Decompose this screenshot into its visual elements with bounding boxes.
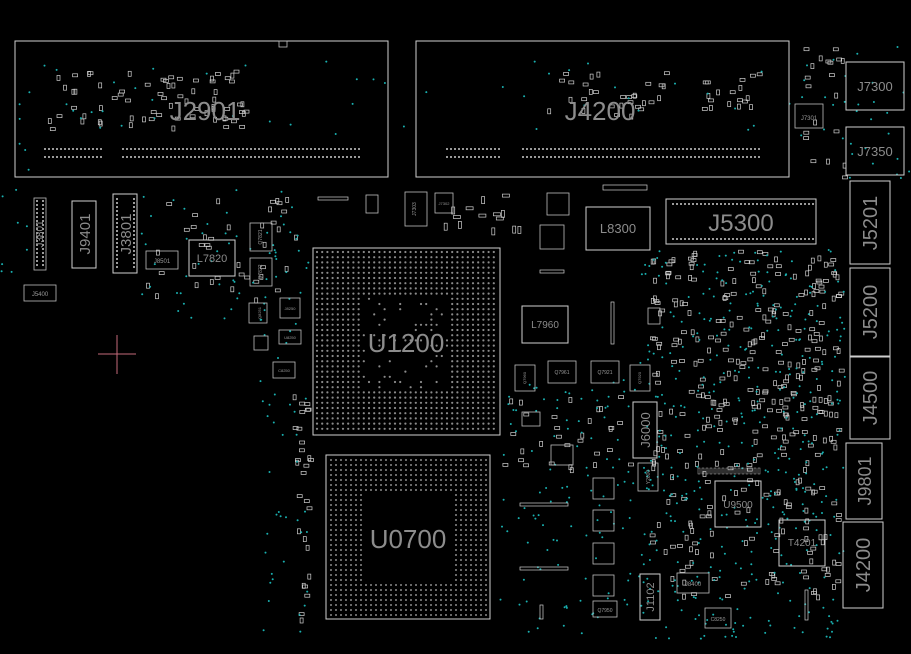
chip-u0700[interactable]: U0700	[325, 454, 491, 620]
connector-j7302[interactable]: J7302	[434, 192, 454, 214]
y2600-label: Y2600	[646, 470, 652, 485]
connector-j8400[interactable]: J8400	[676, 572, 710, 594]
connector-j7303[interactable]: J7303	[404, 191, 428, 227]
connector-j4200[interactable]: J4200	[842, 521, 884, 609]
u1200-label: U1200	[368, 328, 445, 358]
connector-j5201[interactable]: J5201	[849, 180, 891, 265]
j5300-label: J5300	[708, 210, 773, 237]
vias-layer	[0, 46, 911, 640]
j3801-label: J3801	[118, 214, 135, 255]
chip-u9500[interactable]: U9500	[714, 480, 762, 528]
long-pads	[317, 184, 809, 621]
connector-j5300[interactable]: J5300	[665, 198, 817, 245]
connector-j6000[interactable]: J6000	[632, 401, 658, 459]
l7820-label: L7820	[197, 253, 228, 265]
connector-j7350[interactable]: J7350	[845, 126, 905, 176]
crosshair-cursor-icon	[98, 335, 136, 374]
u1200-ball-grid	[315, 250, 495, 430]
l7960-label: L7960	[531, 320, 559, 331]
chip-u1200[interactable]: U1200	[312, 247, 501, 436]
transistor-q7822[interactable]: Q7822	[249, 257, 273, 287]
j5200-label: J5200	[860, 285, 882, 340]
j6000-label: J6000	[638, 412, 653, 447]
inductor-l7960[interactable]: L7960	[521, 305, 569, 344]
transistor-q7950[interactable]: Q7950	[592, 600, 618, 618]
c8250-label: C8250	[711, 617, 726, 623]
capacitor-c8250[interactable]: C8250	[704, 607, 732, 629]
square-parts-column	[365, 192, 661, 597]
j7301-label: J7301	[801, 116, 818, 122]
connector-j3801-small[interactable]: J3801	[33, 197, 47, 271]
q7921-label: Q7921	[597, 370, 612, 376]
u0700-label: U0700	[370, 524, 447, 554]
j4200-top-label: J4200	[565, 96, 636, 126]
j5201-label: J5201	[860, 196, 882, 251]
u9500-label: U9500	[723, 500, 753, 511]
q7822-label: Q7822	[258, 264, 264, 279]
connector-j8501[interactable]: J8501	[145, 250, 179, 270]
j8250-label: J8250	[285, 306, 297, 311]
connector-j5200[interactable]: J5200	[849, 267, 891, 357]
j4500-label: J4500	[860, 371, 882, 426]
connector-j3801[interactable]: J3801	[112, 193, 138, 274]
connector-j7301[interactable]: J7301	[794, 103, 824, 129]
t4201-label: T4201	[788, 538, 817, 549]
j5400-label: J5400	[32, 292, 49, 298]
connector-j9401[interactable]: J9401	[71, 200, 97, 269]
connector-j4200-top[interactable]: J4200	[415, 40, 790, 178]
j9401-label: J9401	[77, 214, 94, 255]
q7821-label: Q7821	[258, 229, 264, 244]
j2901-label: J2901	[170, 96, 241, 126]
connector-j4500[interactable]: J4500	[849, 356, 891, 440]
j3801-small-label: J3801	[35, 220, 46, 248]
q7961-label: Q7961	[554, 370, 569, 376]
q8251-label: Q8251	[257, 306, 262, 319]
q7920-label: Q7920	[637, 371, 642, 384]
crystal-y2600[interactable]: Y2600	[637, 462, 659, 492]
inductor-l8300[interactable]: L8300	[585, 206, 651, 251]
u8250-label: U8250	[284, 335, 297, 340]
q7950-label: Q7950	[597, 608, 612, 614]
l8300-label: L8300	[600, 221, 636, 236]
j1102-label: J1102	[645, 582, 657, 611]
j7300-label: J7300	[857, 79, 892, 94]
connector-j2901[interactable]: J2901	[14, 40, 389, 178]
transistor-q7920[interactable]: Q7920	[629, 364, 651, 392]
j8400-label: J8400	[685, 582, 702, 588]
connector-j5400[interactable]: J5400	[23, 284, 57, 302]
j8501-label: J8501	[154, 259, 171, 265]
connector-pin-rows	[36, 148, 814, 475]
connector-j1102[interactable]: J1102	[639, 573, 661, 621]
q7960-label: Q7960	[522, 371, 527, 384]
c8250b-label: C8250	[278, 368, 291, 373]
connector-j7300[interactable]: J7300	[845, 61, 905, 111]
transistor-q7960[interactable]: Q7960	[514, 364, 536, 392]
transistor-q7921[interactable]: Q7921	[590, 360, 620, 384]
j7350-label: J7350	[857, 144, 892, 159]
j7303-label: J7303	[412, 202, 418, 216]
j4200-label: J4200	[853, 538, 875, 593]
j7302-label: J7302	[439, 201, 451, 206]
inductor-l7820[interactable]: L7820	[188, 239, 236, 277]
connector-j9801[interactable]: J9801	[845, 442, 883, 520]
smd-pads-layer	[47, 47, 848, 624]
transformer-t4201[interactable]: T4201	[778, 519, 826, 567]
transistor-q7821[interactable]: Q7821	[249, 222, 273, 252]
small-parts-left-cluster[interactable]: J8250 U8250 C8250 Q8251	[248, 297, 302, 379]
j9801-label: J9801	[855, 456, 875, 505]
u0700-ball-grid	[330, 459, 487, 616]
transistor-q7961[interactable]: Q7961	[547, 360, 577, 384]
